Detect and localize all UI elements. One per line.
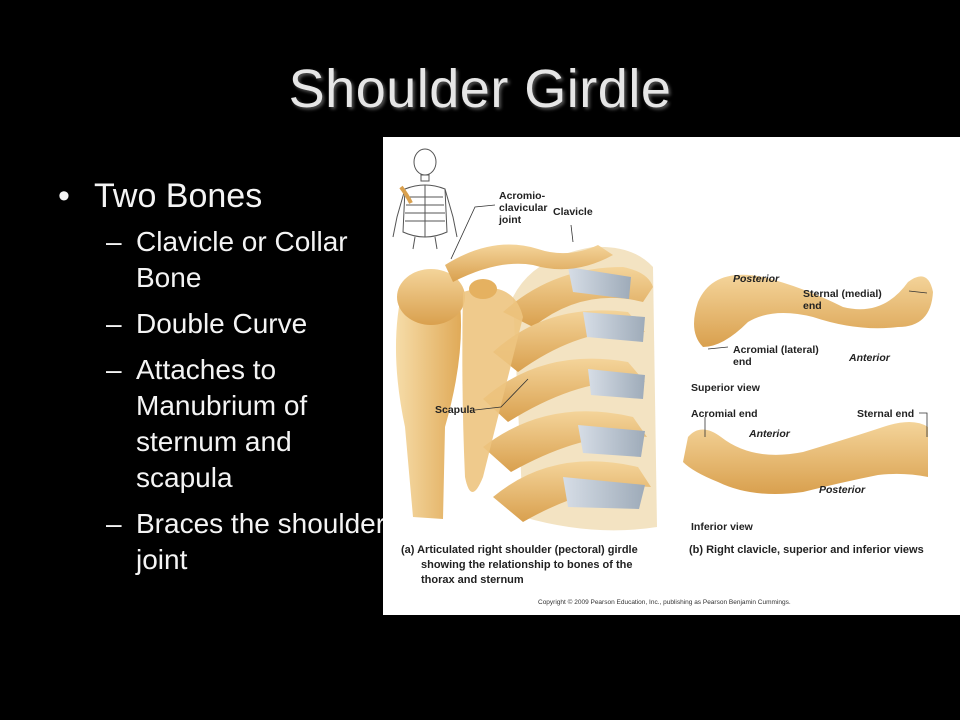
label-anterior-top: Anterior [848,352,891,364]
caption-a-line-3: thorax and sternum [421,574,524,586]
leader-lines-a [450,204,574,411]
slide-title: Shoulder Girdle [288,59,672,119]
dash-marker: – [106,308,122,339]
label-inferior-view: Inferior view [691,521,754,533]
sub-bullet-item: – Attaches to Manubrium of sternum and s… [106,352,388,496]
bullet-dot: • [58,177,70,215]
label-acromioclavicular-joint-3: joint [498,214,522,226]
dash-marker: – [106,508,122,539]
bullet-text: Two Bones [94,177,263,215]
articulated-shoulder-illustration [395,244,657,531]
clavicle-superior-view [694,274,933,347]
label-posterior-bottom: Posterior [819,484,866,496]
label-acromial-lateral-end-2: end [733,356,752,368]
label-acromioclavicular-joint-1: Acromio- [499,190,546,202]
bullet-two-bones: • Two Bones [58,176,388,216]
label-scapula: Scapula [435,404,475,416]
copyright-text: Copyright © 2009 Pearson Education, Inc.… [538,598,791,606]
sub-bullet-item: – Braces the shoulder joint [106,506,388,578]
label-clavicle: Clavicle [553,206,593,218]
sub-bullet-text: Attaches to Manubrium of sternum and sca… [136,354,308,493]
anatomy-illustration: Acromio- clavicular joint Clavicle Scapu… [392,148,933,606]
sub-bullet-text: Braces the shoulder joint [136,508,386,575]
anatomy-figure: Acromio- clavicular joint Clavicle Scapu… [383,137,960,615]
sub-bullet-item: – Clavicle or Collar Bone [106,224,388,296]
caption-a-line-1: (a) Articulated right shoulder (pectoral… [401,544,638,556]
label-sternal-medial-end-2: end [803,300,822,312]
sub-bullet-item: – Double Curve [106,306,388,342]
label-anterior-bottom: Anterior [748,428,791,440]
label-acromioclavicular-joint-2: clavicular [499,202,547,214]
label-acromial-end: Acromial end [691,408,758,420]
label-sternal-end: Sternal end [857,408,914,420]
caption-b: (b) Right clavicle, superior and inferio… [689,544,924,556]
label-sternal-medial-end-1: Sternal (medial) [803,288,882,300]
dash-marker: – [106,226,122,257]
caption-a-line-2: showing the relationship to bones of the [421,559,632,571]
sub-bullet-list: – Clavicle or Collar Bone – Double Curve… [58,224,388,578]
skeleton-thumbnail [392,148,458,250]
label-posterior-top: Posterior [733,273,780,285]
clavicle-inferior-view [683,422,928,495]
sub-bullet-text: Clavicle or Collar Bone [136,226,348,293]
label-acromial-lateral-end-1: Acromial (lateral) [733,344,819,356]
dash-marker: – [106,354,122,385]
label-superior-view: Superior view [691,382,761,394]
bullet-content: • Two Bones – Clavicle or Collar Bone – … [58,176,388,588]
sub-bullet-text: Double Curve [136,308,308,339]
leader-lines-b [704,290,928,437]
